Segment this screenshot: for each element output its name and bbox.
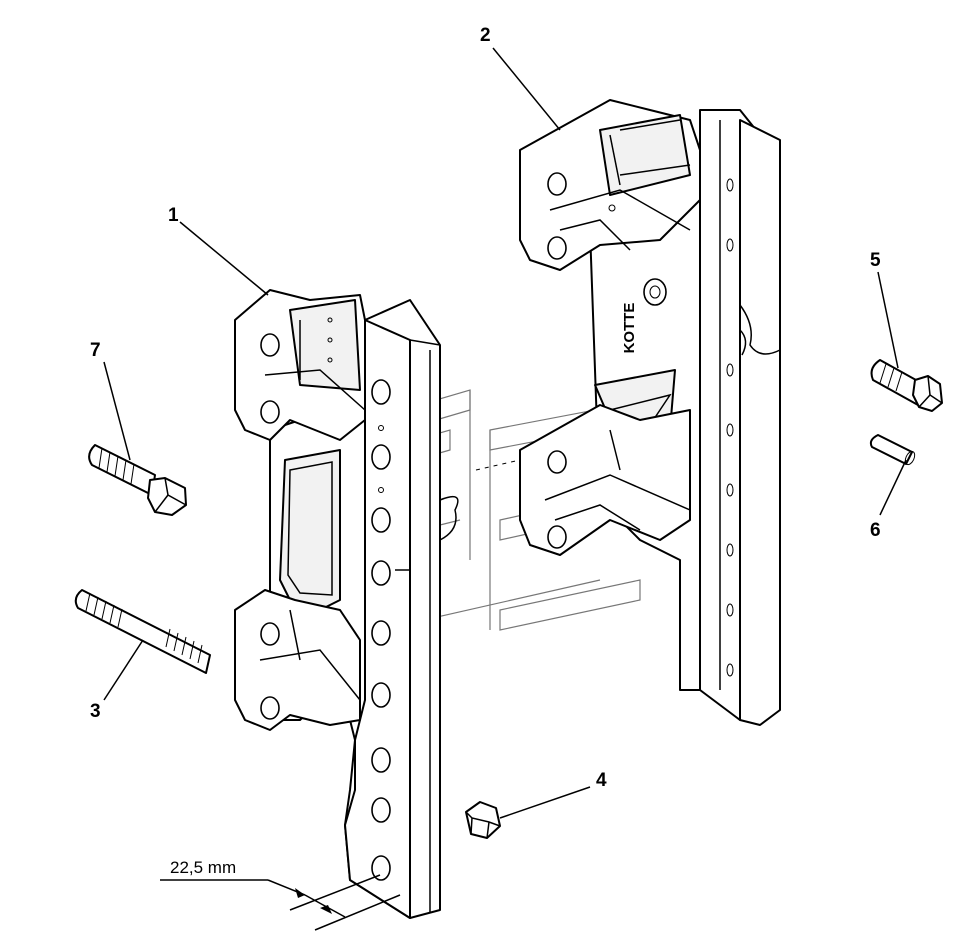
part-3-threaded-stud <box>74 589 211 674</box>
callout-3: 3 <box>90 701 101 722</box>
callout-7: 7 <box>90 340 101 361</box>
leader-lines <box>103 47 907 819</box>
callout-4: 4 <box>596 770 607 791</box>
callout-1: 1 <box>168 205 179 226</box>
stamp-text: KOTTE <box>621 303 638 354</box>
part-6-pin <box>869 434 916 466</box>
part-1-front-rail <box>234 289 459 919</box>
callout-labels: 1 2 3 4 5 6 7 <box>90 25 881 791</box>
part-2-rear-rail: KOTTE <box>519 99 781 726</box>
part-7-bolt <box>88 444 187 516</box>
dimension-annotation: 22,5 mm <box>160 858 401 931</box>
callout-5: 5 <box>870 250 881 271</box>
callout-2: 2 <box>480 25 491 46</box>
callout-6: 6 <box>870 520 881 541</box>
part-4-nut <box>465 801 501 839</box>
part-5-bolt <box>870 359 943 412</box>
dimension-label: 22,5 mm <box>170 858 236 877</box>
